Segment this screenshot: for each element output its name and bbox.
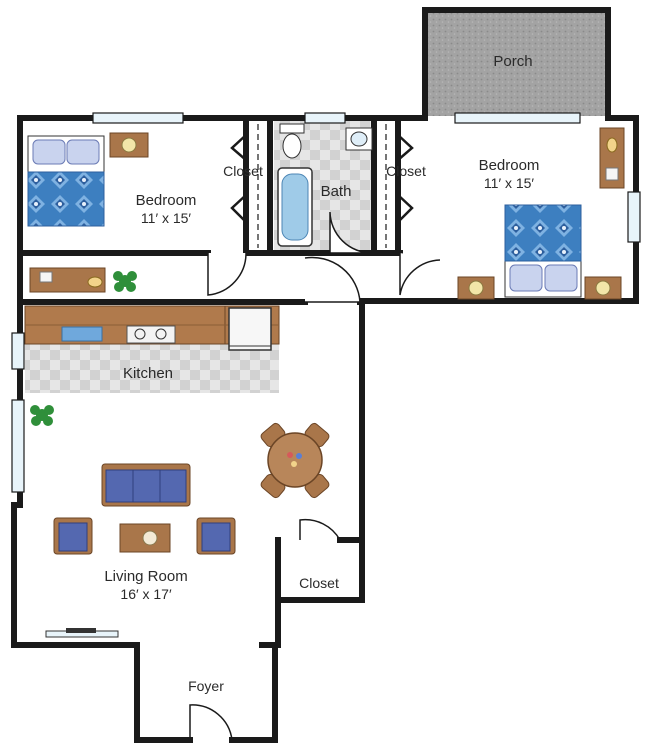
bedroom-right-dimensions: 11′ x 15′	[484, 175, 535, 191]
armchair-icon	[53, 517, 93, 555]
lamp-icon	[457, 276, 622, 300]
kitchen-label: Kitchen	[123, 365, 173, 382]
armchair-icon	[196, 517, 236, 555]
bath-label: Bath	[321, 183, 352, 200]
refrigerator-icon	[228, 307, 272, 351]
bed-icon	[504, 204, 582, 298]
sink-icon	[345, 127, 373, 151]
sofa-icon	[101, 463, 191, 507]
bedroom-right-label: Bedroom	[479, 157, 540, 174]
bifold-doors	[230, 134, 414, 223]
living-room-label: Living Room	[104, 568, 187, 585]
bathtub-icon	[277, 167, 313, 247]
bedroom-left-label: Bedroom	[136, 192, 197, 209]
closet-rods	[257, 124, 387, 248]
dining-table-icon	[260, 422, 330, 499]
closet-hall-label: Closet	[299, 575, 339, 591]
closet-right-label: Closet	[386, 163, 426, 179]
stove-icon	[126, 325, 176, 344]
bedroom-left-dimensions: 11′ x 15′	[141, 210, 192, 226]
plant-icon	[113, 271, 137, 292]
sink-icon	[61, 326, 103, 342]
desk	[29, 267, 106, 293]
lamp-icon	[109, 132, 149, 158]
tv-icon	[45, 628, 119, 638]
coffee-table	[119, 523, 171, 553]
desk	[599, 127, 625, 189]
porch-label: Porch	[493, 53, 532, 70]
foyer-label: Foyer	[188, 678, 224, 694]
bed-icon	[27, 135, 105, 227]
living-room-dimensions: 16′ x 17′	[120, 586, 172, 602]
closet-left-label: Closet	[223, 163, 263, 179]
window-icon	[11, 112, 641, 493]
door-swing-icon	[189, 211, 441, 741]
porch	[422, 7, 611, 116]
kitchen-floor	[25, 343, 279, 393]
toilet-icon	[279, 123, 305, 159]
plant-icon	[30, 405, 54, 426]
